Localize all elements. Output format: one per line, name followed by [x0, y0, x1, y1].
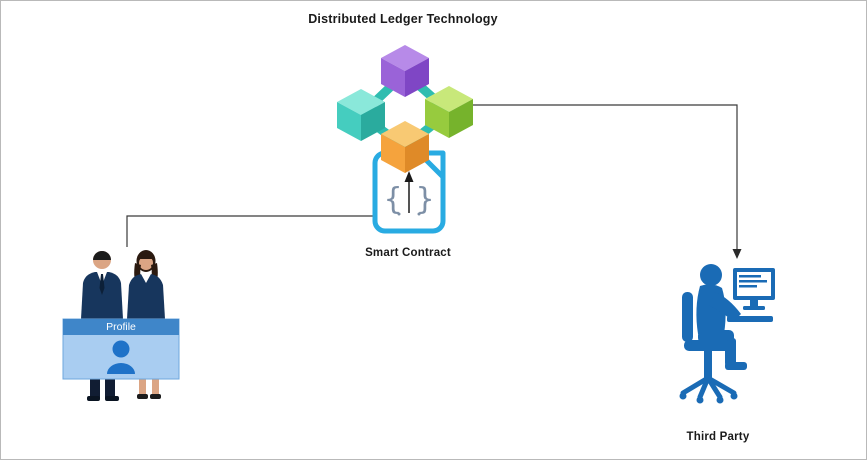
person-silhouette [696, 264, 747, 370]
profile-person-glyph-shoulders [107, 363, 135, 374]
code-brace-left-icon: { [383, 182, 402, 217]
arrowhead-up-icon [404, 171, 414, 182]
arrowhead-down-icon [732, 249, 742, 259]
green-cube-icon [425, 86, 473, 138]
third-party-person-icon [679, 264, 775, 404]
profile-header-label: Profile [106, 321, 136, 333]
smart-contract-label: Smart Contract [365, 247, 451, 259]
woman-hair [138, 254, 154, 259]
man-figure [81, 251, 123, 319]
man-hair [93, 251, 111, 260]
purple-cube-icon [381, 45, 429, 97]
profile-desk-panel [62, 318, 180, 380]
figure-legs [87, 379, 161, 401]
brace-dot [397, 212, 401, 216]
computer-monitor-icon [733, 268, 775, 310]
profile-header-bar [63, 319, 179, 335]
edge-profile-to-contract [126, 215, 373, 247]
dlt-cluster-icon [337, 45, 473, 173]
profile-person-glyph [112, 340, 130, 358]
woman-figure [127, 250, 165, 319]
teal-cube-icon [337, 89, 385, 141]
man-tie [99, 274, 105, 295]
keyboard-icon [727, 316, 773, 322]
third-party-label: Third Party [686, 431, 750, 443]
edge-dlt-to-thirdparty [473, 104, 738, 250]
office-chair-icon [679, 292, 738, 404]
code-brace-right-icon: } [415, 182, 434, 217]
diagram-title: Distributed Ledger Technology [308, 12, 498, 26]
business-people-icon [62, 250, 180, 401]
woman-blouse [141, 274, 151, 283]
orange-cube-icon [381, 121, 429, 173]
brace-dot [417, 212, 421, 216]
